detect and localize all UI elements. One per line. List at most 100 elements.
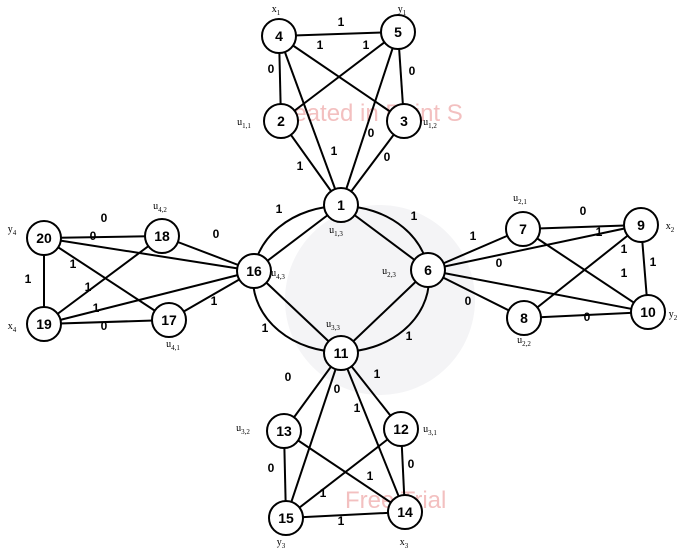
node-label: 1 [337,197,345,213]
edge-weight-5-3: 0 [409,64,416,78]
edge-weight-6-7: 1 [470,229,477,243]
edge-weight-4-2: 0 [268,62,275,76]
edge-weight-19-16: 1 [93,301,100,315]
edge-weight-4-5: 1 [338,15,345,29]
node-label: 13 [276,423,292,439]
node-13: 13 [267,414,301,448]
variable-subscript: 1 [403,9,407,17]
edge-weight-20-16: 0 [90,229,97,243]
variable-label-x4: x4 [8,321,17,334]
node-label: 3 [400,113,408,129]
edge-weight-6-10: 0 [496,256,503,270]
variable-label-u41: u4,1 [166,339,180,352]
node-8: 8 [507,301,541,335]
edge-19-16 [44,271,254,324]
node-label: 20 [36,230,52,246]
node-label: 18 [154,228,170,244]
edge-weight-13-14: 1 [367,469,374,483]
edge-weight-7-9: 0 [580,204,587,218]
node-3: 3 [387,104,421,138]
variable-label-y4: y4 [8,224,17,237]
node-17: 17 [152,303,186,337]
variable-label-u42: u4,2 [153,201,167,214]
edge-weight-8-10: 0 [584,310,591,324]
edge-weight-13-15: 0 [268,461,275,475]
variable-subscript: 1 [277,9,281,17]
variable-label-u22: u2,2 [517,335,531,348]
variable-subscript: 3,1 [428,429,437,437]
edge-weight-11-15: 0 [334,382,341,396]
variable-subscript: 2 [671,226,675,234]
node-12: 12 [384,412,418,446]
edge-weight-11-12: 1 [374,367,381,381]
node-label: 2 [277,113,285,129]
edge-weight-20-17: 1 [70,257,77,271]
edge-weight-18-16: 0 [213,227,220,241]
node-15: 15 [269,501,303,535]
variable-label-u31: u3,1 [423,424,437,437]
node-4: 4 [262,19,296,53]
edge-weight-3-1: 0 [384,150,391,164]
variable-subscript: 2,1 [518,198,527,206]
variable-label-u21: u2,1 [513,193,527,206]
node-label: 16 [246,263,262,279]
node-label: 8 [520,310,528,326]
variable-label-y2: y2 [669,309,678,322]
edge-weight-4-1: 1 [331,144,338,158]
variable-subscript: 4 [13,229,17,237]
node-label: 7 [519,221,527,237]
edge-weight-1-6: 1 [411,209,418,223]
edge-weight-12-14: 0 [408,457,415,471]
node-label: 10 [640,304,656,320]
node-19: 19 [27,307,61,341]
node-7: 7 [506,212,540,246]
node-label: 14 [397,504,413,520]
node-9: 9 [624,208,658,242]
node-6: 6 [411,253,445,287]
variable-label-x3: x3 [400,537,409,549]
edge-weight-9-8: 1 [621,242,628,256]
edge-weight-15-14: 1 [338,514,345,528]
edge-weight-1-16: 1 [276,202,283,216]
edge-weight-5-2: 1 [363,38,370,52]
variable-subscript: 4,1 [171,344,180,352]
variable-label-u43: u4,3 [271,268,285,281]
edge-weight-20-18: 0 [101,211,108,225]
node-label: 12 [393,421,409,437]
variable-subscript: 4,3 [276,273,285,281]
node-label: 15 [278,510,294,526]
edge-weight-12-15: 1 [320,486,327,500]
variable-subscript: 1,3 [334,230,343,238]
node-2: 2 [264,104,298,138]
variable-subscript: 2,3 [387,271,396,279]
edge-weight-11-13: 0 [285,370,292,384]
node-label: 17 [161,312,177,328]
variable-subscript: 3 [405,542,409,549]
node-label: 4 [275,28,283,44]
variable-subscript: 1,2 [428,122,437,130]
edge-weight-19-17: 0 [101,319,108,333]
node-label: 6 [424,262,432,278]
variable-subscript: 3,2 [241,428,250,436]
variable-label-y3: y3 [277,537,286,549]
node-5: 5 [381,15,415,49]
variable-subscript: 3,3 [331,324,340,332]
node-18: 18 [145,219,179,253]
node-14: 14 [388,495,422,529]
node-16: 16 [237,254,271,288]
edge-weight-6-9: 1 [596,225,603,239]
variable-subscript: 4 [13,326,17,334]
variable-subscript: 3 [282,542,286,549]
node-label: 19 [36,316,52,332]
variable-subscript: 2 [674,314,678,322]
variable-label-x2: x2 [666,221,675,234]
edge-weight-9-10: 1 [650,255,657,269]
variable-subscript: 4,2 [158,206,167,214]
edge-weight-6-11: 1 [406,329,413,343]
variable-label-x1: x1 [272,4,281,17]
edge-weight-11-14: 1 [354,401,361,415]
variable-label-u11: u1,1 [237,117,251,130]
edge-weight-20-19: 1 [25,272,32,286]
edge-weight-5-1: 0 [368,126,375,140]
